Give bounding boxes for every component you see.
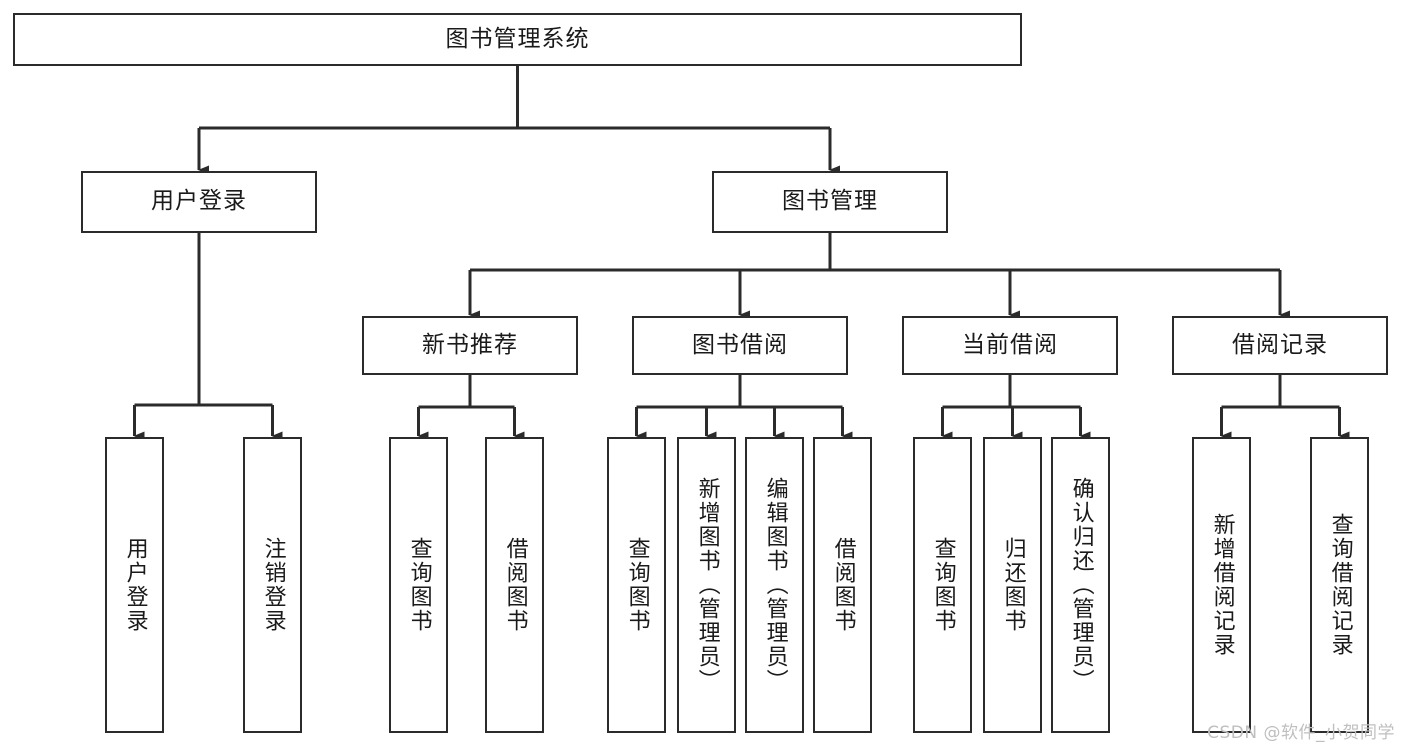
node-label: 图书借阅 (692, 331, 788, 358)
node-label: 注销登录 (260, 537, 286, 633)
node-bookmgmt[interactable]: 图书管理 (712, 171, 948, 233)
node-current[interactable]: 当前借阅 (902, 316, 1118, 375)
node-login-2[interactable]: 注销登录 (243, 437, 302, 733)
node-current-3[interactable]: 确认归还（管理员） (1051, 437, 1110, 733)
node-login[interactable]: 用户登录 (81, 171, 317, 233)
node-records[interactable]: 借阅记录 (1172, 316, 1388, 375)
node-login-1[interactable]: 用户登录 (105, 437, 164, 733)
node-label: 确认归还（管理员） (1068, 477, 1094, 693)
node-label: 编辑图书（管理员） (762, 477, 788, 693)
node-label: 查询图书 (406, 537, 432, 633)
node-label: 新书推荐 (422, 331, 518, 358)
node-label: 图书管理 (782, 188, 878, 215)
node-root[interactable]: 图书管理系统 (13, 13, 1022, 66)
node-borrow-4[interactable]: 借阅图书 (813, 437, 872, 733)
node-label: 当前借阅 (962, 331, 1058, 358)
csdn-watermark: CSDN @软件_小贺同学 (1207, 723, 1395, 743)
node-current-2[interactable]: 归还图书 (983, 437, 1042, 733)
node-label: 新增借阅记录 (1209, 513, 1235, 657)
node-records-2[interactable]: 查询借阅记录 (1310, 437, 1369, 733)
node-newbook-1[interactable]: 查询图书 (389, 437, 448, 733)
node-label: 查询图书 (624, 537, 650, 633)
node-label: 归还图书 (1000, 537, 1026, 633)
node-borrow-1[interactable]: 查询图书 (607, 437, 666, 733)
node-borrow-3[interactable]: 编辑图书（管理员） (745, 437, 804, 733)
node-newbook-2[interactable]: 借阅图书 (485, 437, 544, 733)
node-current-1[interactable]: 查询图书 (913, 437, 972, 733)
node-records-1[interactable]: 新增借阅记录 (1192, 437, 1251, 733)
node-label: 图书管理系统 (445, 25, 590, 52)
node-label: 用户登录 (122, 537, 148, 633)
node-newbook[interactable]: 新书推荐 (362, 316, 578, 375)
node-label: 查询图书 (930, 537, 956, 633)
node-borrow-2[interactable]: 新增图书（管理员） (677, 437, 736, 733)
node-label: 借阅图书 (830, 537, 856, 633)
node-label: 查询借阅记录 (1327, 513, 1353, 657)
node-label: 用户登录 (151, 188, 247, 215)
node-label: 新增图书（管理员） (694, 477, 720, 693)
node-label: 借阅图书 (502, 537, 528, 633)
node-borrow[interactable]: 图书借阅 (632, 316, 848, 375)
node-label: 借阅记录 (1232, 331, 1328, 358)
